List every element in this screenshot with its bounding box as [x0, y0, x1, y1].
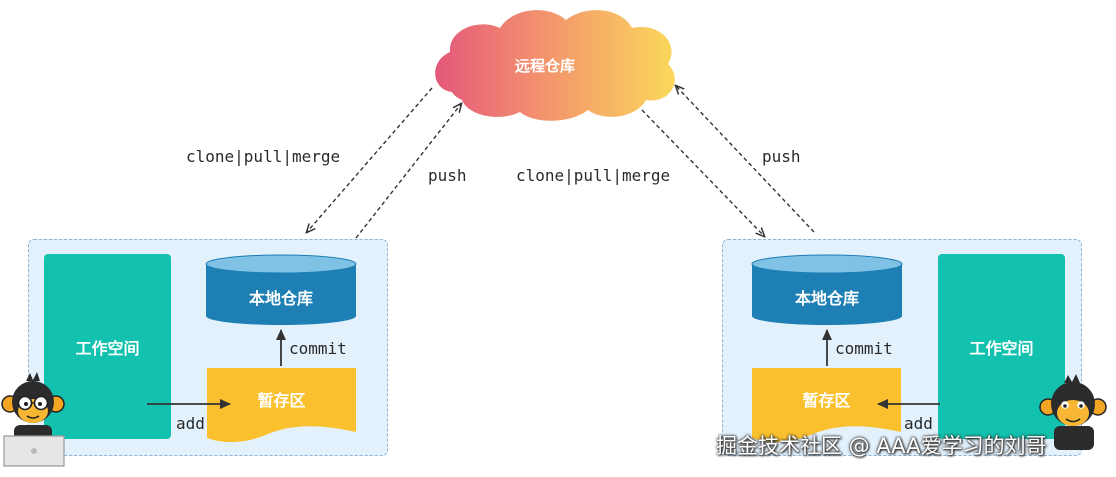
right-commit-label: commit — [835, 339, 893, 358]
right-local-repo-label: 本地仓库 — [794, 289, 859, 308]
left-workspace: 工作空间 — [44, 254, 171, 439]
left-push-label: push — [428, 166, 467, 185]
left-add-label: add — [176, 414, 205, 433]
left-local-repo-label: 本地仓库 — [248, 289, 313, 308]
left-clone-arrow — [307, 87, 433, 232]
left-push-arrow — [355, 104, 461, 239]
left-staging-label: 暂存区 — [257, 391, 306, 410]
watermark: 掘金技术社区 @ AAA爱学习的刘哥 — [716, 434, 1047, 458]
right-clone-label: clone|pull|merge — [516, 166, 671, 185]
right-clone-arrow — [641, 109, 764, 236]
right-staging-label: 暂存区 — [802, 391, 851, 410]
left-commit-label: commit — [289, 339, 347, 358]
left-clone-label: clone|pull|merge — [186, 147, 341, 166]
remote-repo-label: 远程仓库 — [514, 57, 575, 75]
right-add-label: add — [904, 414, 933, 433]
remote-cloud — [435, 10, 675, 121]
right-push-label: push — [762, 147, 801, 166]
right-push-arrow — [676, 86, 815, 233]
